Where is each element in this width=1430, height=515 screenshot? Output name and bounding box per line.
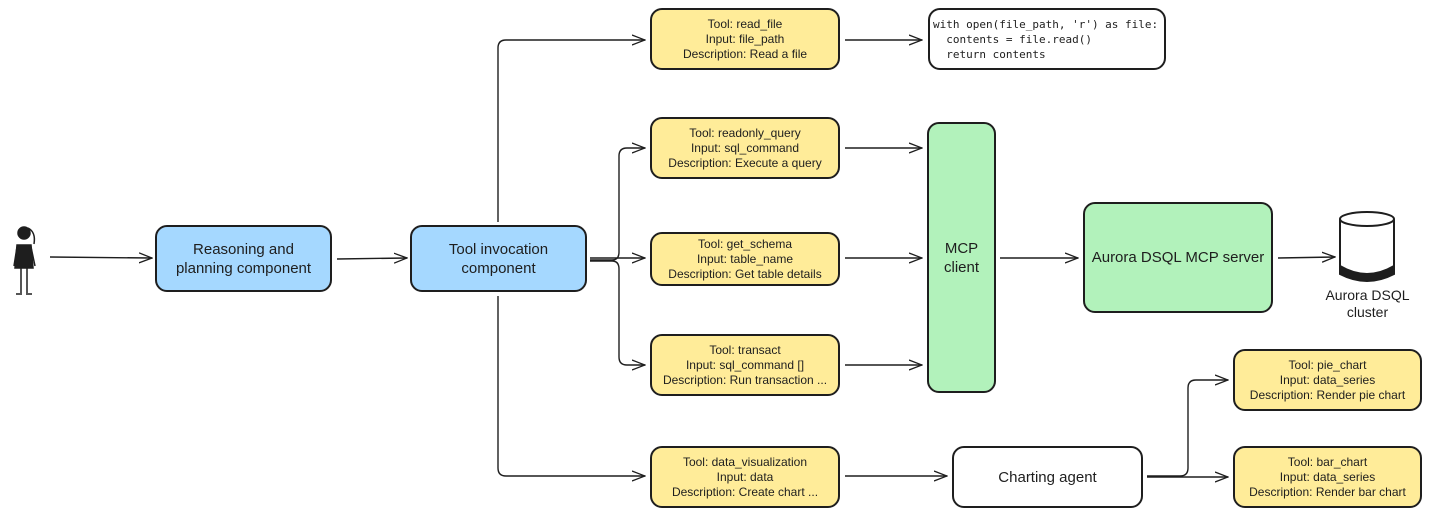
tool-input: Input: file_path xyxy=(705,31,785,46)
code-line: contents = file.read() xyxy=(933,32,1092,46)
aurora-dsql-mcp-server: Aurora DSQL MCP server xyxy=(1083,202,1273,313)
arrow-to-data-viz xyxy=(497,296,645,476)
tool-transact: Tool: transact Input: sql_command [] Des… xyxy=(650,334,840,396)
reasoning-planning-component: Reasoning and planning component xyxy=(155,225,332,292)
tool-description: Description: Create chart ... xyxy=(671,484,819,499)
tool-pie-chart: Tool: pie_chart Input: data_series Descr… xyxy=(1233,349,1422,411)
tool-name: Tool: readonly_query xyxy=(689,125,801,140)
tool-invocation-component: Tool invocation component xyxy=(410,225,587,292)
tool-bar-chart: Tool: bar_chart Input: data_series Descr… xyxy=(1233,446,1422,508)
tool-get-schema: Tool: get_schema Input: table_name Descr… xyxy=(650,232,840,286)
arrow-reasoning-to-invocation xyxy=(336,258,407,259)
tool-description: Description: Execute a query xyxy=(668,155,822,170)
tool-input: Input: sql_command xyxy=(690,140,800,155)
tool-description: Description: Get table details xyxy=(668,266,822,281)
invocation-label: Tool invocation component xyxy=(448,240,549,277)
arrow-charting-to-pie xyxy=(1147,380,1228,477)
cluster-label: Aurora DSQL cluster xyxy=(1325,287,1410,320)
arrow-server-to-cluster xyxy=(1277,257,1335,258)
code-snippet: with open(file_path, 'r') as file: conte… xyxy=(928,8,1166,70)
tool-input: Input: data_series xyxy=(1279,469,1376,484)
arrow-to-read-file xyxy=(497,40,645,222)
charting-agent-label: Charting agent xyxy=(998,468,1097,486)
code-line: return contents xyxy=(933,47,1046,61)
tool-read-file: Tool: read_file Input: file_path Descrip… xyxy=(650,8,840,70)
code-line: with open(file_path, 'r') as file: xyxy=(933,17,1159,31)
mcp-server-label: Aurora DSQL MCP server xyxy=(1091,249,1265,266)
tool-name: Tool: transact xyxy=(709,342,781,357)
arrow-to-readonly-query xyxy=(590,148,645,261)
tool-description: Description: Render pie chart xyxy=(1249,387,1406,402)
tool-name: Tool: bar_chart xyxy=(1287,454,1368,469)
tool-data-visualization: Tool: data_visualization Input: data Des… xyxy=(650,446,840,508)
reasoning-label: Reasoning and planning component xyxy=(175,240,312,277)
tool-input: Input: data xyxy=(716,469,774,484)
tool-readonly-query: Tool: readonly_query Input: sql_command … xyxy=(650,117,840,179)
database-cylinder-icon xyxy=(1339,211,1395,282)
tool-description: Description: Read a file xyxy=(682,46,808,61)
mcp-client-label: MCP client xyxy=(943,239,980,276)
tool-name: Tool: read_file xyxy=(707,16,783,31)
person-figure-icon xyxy=(13,226,36,295)
tool-description: Description: Run transaction ... xyxy=(662,372,828,387)
tool-input: Input: table_name xyxy=(696,251,794,266)
tool-name: Tool: data_visualization xyxy=(682,454,808,469)
arrow-user-to-reasoning xyxy=(49,257,152,258)
charting-agent: Charting agent xyxy=(952,446,1143,508)
tool-input: Input: data_series xyxy=(1279,372,1376,387)
arrow-to-transact xyxy=(590,260,645,365)
mcp-client: MCP client xyxy=(927,122,996,393)
tool-input: Input: sql_command [] xyxy=(685,357,805,372)
tool-name: Tool: pie_chart xyxy=(1288,357,1367,372)
tool-description: Description: Render bar chart xyxy=(1249,484,1406,499)
tool-name: Tool: get_schema xyxy=(697,236,793,251)
